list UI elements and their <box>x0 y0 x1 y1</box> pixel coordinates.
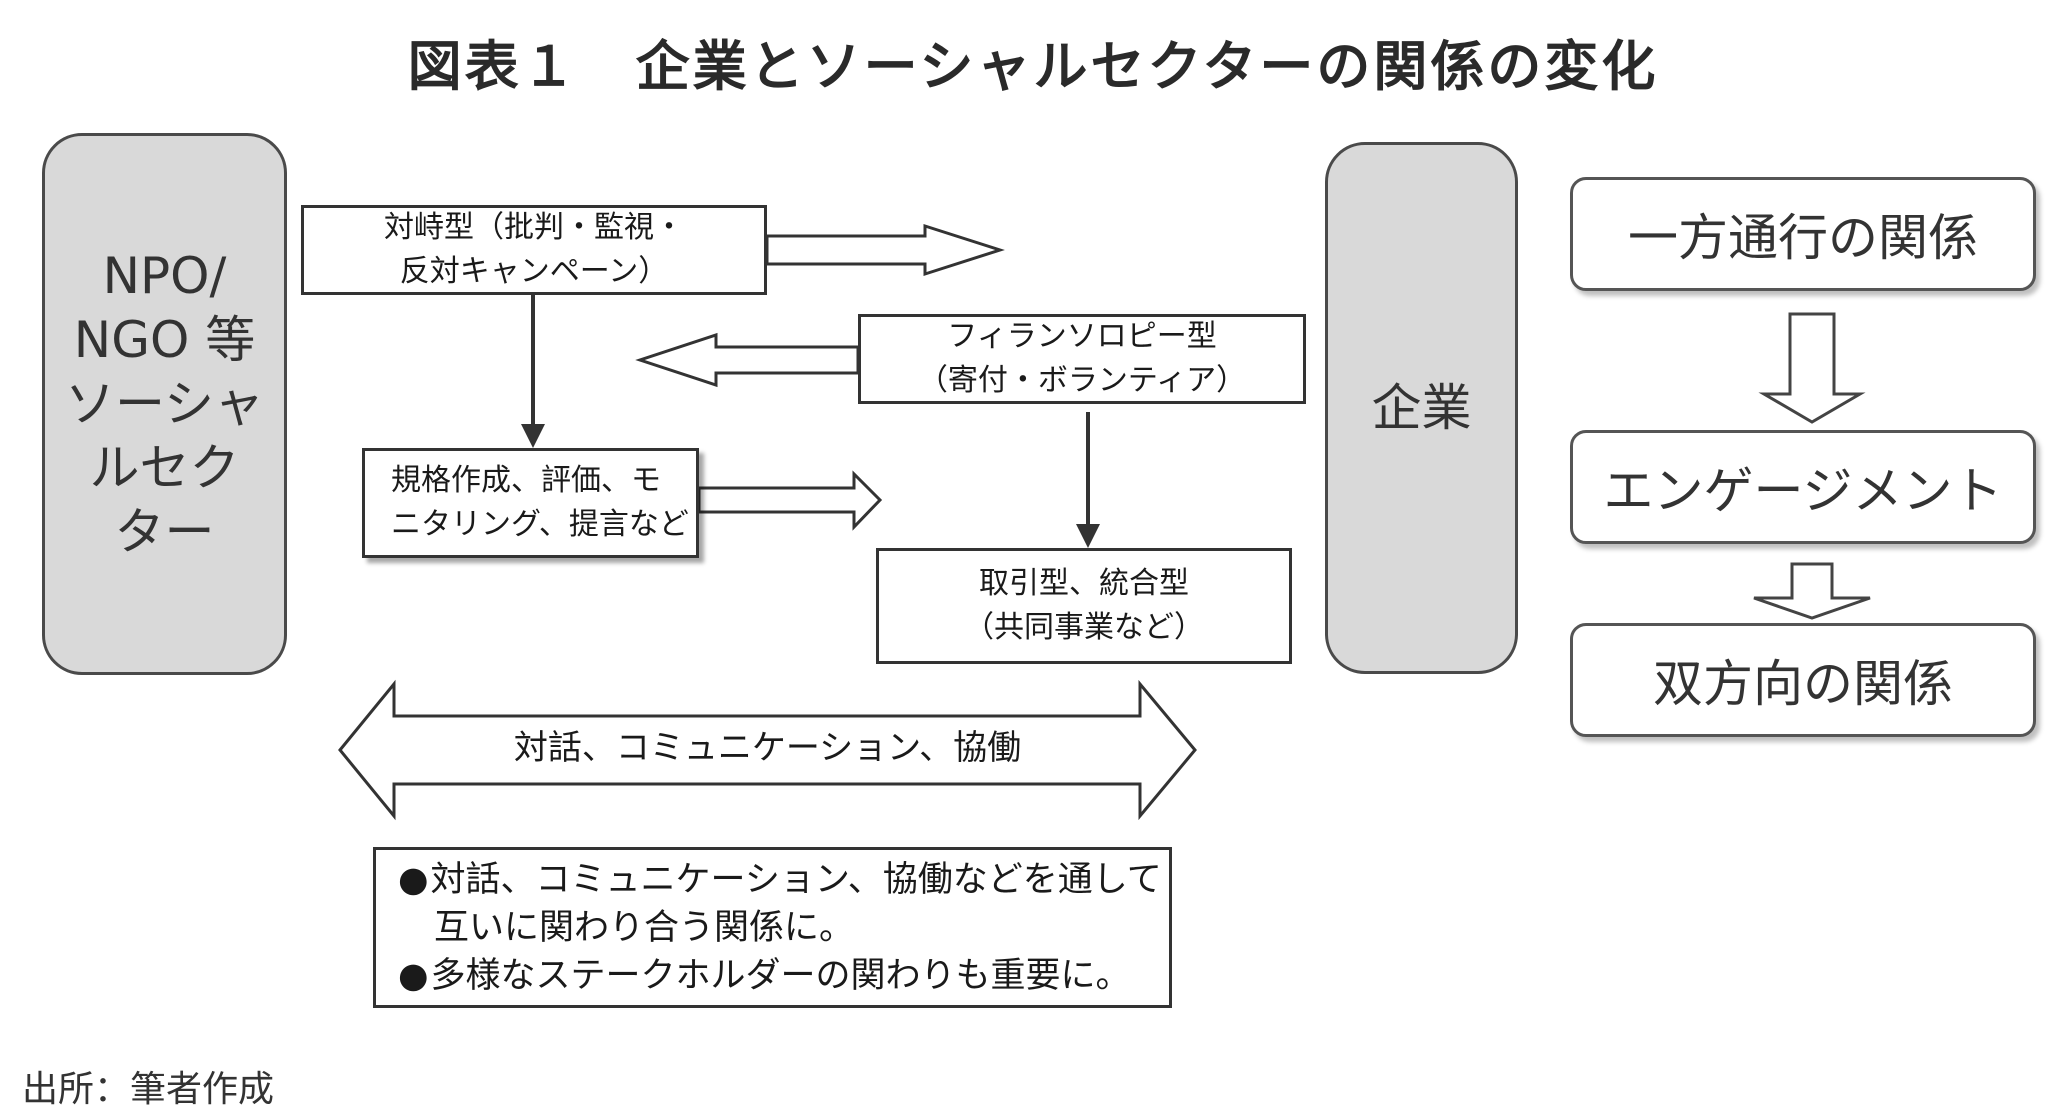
philanthropy-box: フィランソロピー型 （寄付・ボランティア） <box>858 314 1306 404</box>
bullet-icon: ● <box>398 859 429 900</box>
philanthropy-line-1: フィランソロピー型 <box>947 319 1217 354</box>
dialog-double-arrow <box>338 679 1197 821</box>
standards-line-2: ニタリング、提言など <box>391 507 689 542</box>
note-box: ● 対話、コミュニケーション、協働などを通して 互いに関わり合う関係に。 ● 多… <box>373 847 1172 1008</box>
bullet-icon: ● <box>398 955 429 996</box>
npo-line: ソーシャ <box>65 375 264 433</box>
npo-line: ター <box>114 503 215 561</box>
note-text-3: 多様なステークホルダーの関わりも重要に。 <box>430 955 1131 996</box>
confrontation-box: 対峙型（批判・監視・ 反対キャンペーン） <box>301 205 767 295</box>
philanthropy-arrow <box>635 332 860 388</box>
confrontation-line-1: 対峙型（批判・監視・ <box>384 210 684 245</box>
flow-arrow-1 <box>1758 312 1866 424</box>
flow-arrow-2 <box>1753 562 1871 620</box>
trade-line-1: 取引型、統合型 <box>979 566 1189 601</box>
corporation-label: 企業 <box>1371 379 1472 437</box>
note-text-2: 互いに関わり合う関係に。 <box>434 907 855 948</box>
confront-arrow <box>765 223 1005 277</box>
source-note: 出所：筆者作成 <box>22 1069 275 1110</box>
figure-title: 図表１ 企業とソーシャルセクターの関係の変化 <box>407 34 1659 98</box>
trade-box: 取引型、統合型 （共同事業など） <box>876 548 1292 664</box>
npo-line: NGO 等 <box>73 311 256 369</box>
npo-line: ルセク <box>89 439 240 497</box>
npo-ngo-box: NPO/ NGO 等 ソーシャ ルセク ター <box>42 133 287 675</box>
philanthropy-line-2: （寄付・ボランティア） <box>917 363 1247 398</box>
flow-step-two-way: 双方向の関係 <box>1570 623 2036 737</box>
flow-step-one-way: 一方通行の関係 <box>1570 177 2036 291</box>
standards-box: 規格作成、評価、モ ニタリング、提言など <box>362 448 699 558</box>
down-arrow-right-head <box>1076 524 1100 548</box>
note-text-1: 対話、コミュニケーション、協働などを通して <box>430 859 1162 900</box>
trade-line-2: （共同事業など） <box>964 610 1204 645</box>
standard-arrow <box>697 470 883 531</box>
note-line-3: ● 多様なステークホルダーの関わりも重要に。 <box>398 952 1131 1000</box>
flow-step-engagement: エンゲージメント <box>1570 430 2036 544</box>
note-line-2: 互いに関わり合う関係に。 <box>398 904 854 952</box>
confrontation-line-2: 反対キャンペーン） <box>399 254 669 289</box>
standards-line-1: 規格作成、評価、モ <box>391 463 661 498</box>
npo-line: NPO/ <box>102 247 227 305</box>
dialog-arrow-label: 対話、コミュニケーション、協働 <box>513 728 1022 768</box>
note-line-1: ● 対話、コミュニケーション、協働などを通して <box>398 856 1162 904</box>
down-arrow-left-head <box>521 424 545 448</box>
corporation-box: 企業 <box>1325 142 1518 674</box>
